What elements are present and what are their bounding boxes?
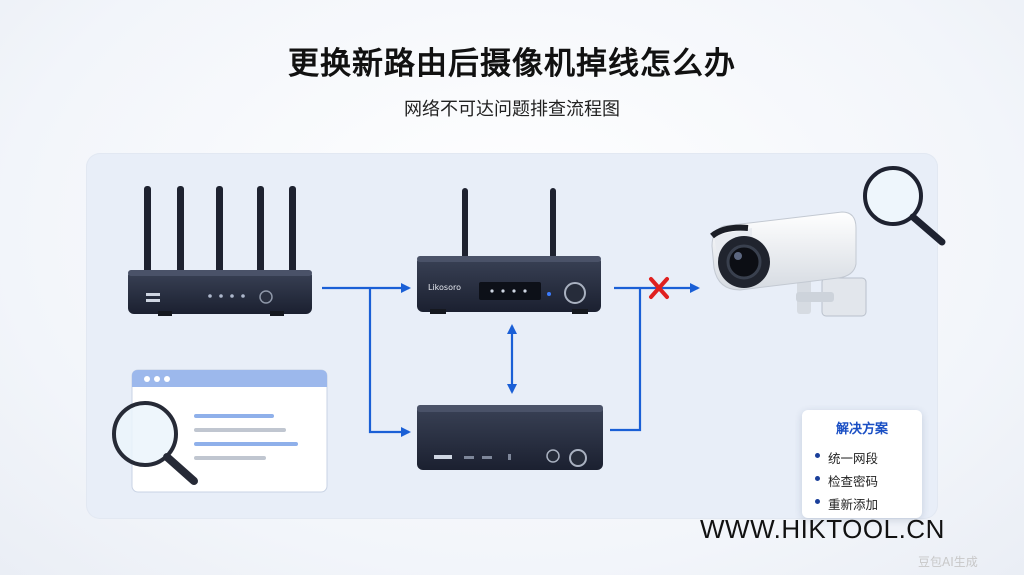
solution-item-label: 检查密码: [828, 474, 879, 489]
bullet-icon: [815, 476, 820, 481]
solution-card: 解决方案 统一网段 检查密码 重新添加: [802, 410, 922, 518]
nvr-device-icon: [417, 405, 603, 470]
page-subtitle: 网络不可达问题排查流程图: [404, 99, 620, 120]
arrow-router-to-nvr: [368, 288, 411, 437]
site-watermark: WWW.HIKTOOL.CN: [700, 514, 945, 544]
solution-item-label: 重新添加: [828, 497, 879, 512]
solution-item: 统一网段: [815, 448, 879, 467]
search-icon: [112, 401, 198, 485]
solution-card-title: 解决方案: [835, 422, 888, 437]
ai-generated-mark: 豆包AI生成: [918, 555, 978, 569]
core-router-icon: Likosoro: [417, 188, 601, 314]
solution-item: 重新添加: [815, 494, 879, 513]
arrow-nvr-to-camera: [610, 288, 642, 432]
page-title: 更换新路由后摄像机掉线怎么办: [288, 46, 736, 82]
router-brand-label: Likosoro: [428, 283, 461, 292]
solution-item-label: 统一网段: [828, 451, 879, 466]
browser-window-icon: [131, 369, 328, 493]
bullet-icon: [815, 453, 820, 458]
solution-item: 检查密码: [815, 471, 879, 490]
magnifier-icon: [863, 166, 946, 246]
security-camera-icon: [710, 211, 867, 317]
wireless-router-icon: [128, 186, 312, 316]
bullet-icon: [815, 499, 820, 504]
flow-arrows: [322, 283, 700, 437]
blocked-x-icon: [649, 277, 669, 299]
